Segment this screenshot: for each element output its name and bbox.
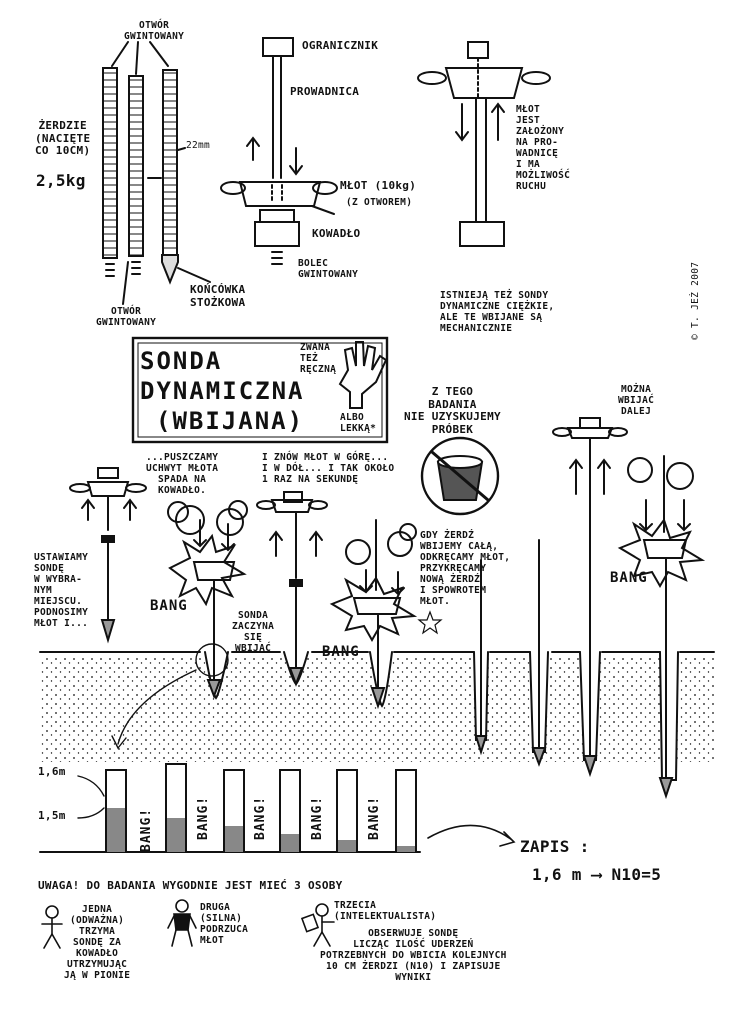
bang-2: BANG	[322, 644, 360, 660]
label-thread-bottom: OTWÓR GWINTOWANY	[96, 306, 157, 328]
label-thread-top: OTWÓR GWINTOWANY	[124, 20, 185, 42]
hammer-on-guide	[417, 41, 551, 247]
ground	[39, 651, 715, 781]
label-starts-driving: SONDA ZACZYNA SIĘ WBIJAĆ	[232, 610, 275, 654]
title-line-3: (WBIJANA)	[156, 407, 305, 435]
label-set-up: USTAWIAMY SONDĘ W WYBRA- NYM MIEJSCU. PO…	[34, 552, 89, 629]
label-also-manual: ZWANA TEŻ RĘCZNĄ	[300, 342, 337, 375]
tube-bang-3: BANG!	[253, 795, 268, 840]
title-line-2: DYNAMICZNA	[140, 377, 305, 405]
cone-tip	[161, 254, 179, 285]
anvil	[254, 221, 300, 247]
label-copyright: © T. JEŻ 2007	[690, 261, 701, 340]
probe-seq-7	[552, 417, 628, 778]
rod-3	[162, 69, 178, 256]
label-release: ...PUSZCZAMY UCHWYT MŁOTA SPADA NA KOWAD…	[146, 452, 219, 496]
label-person-2: DRUGA (SILNA) PODRZUCA MŁOT	[200, 902, 249, 946]
label-new-rod: GDY ŻERDŹ WBIJEMY CAŁĄ, ODKRĘCAMY MŁOT, …	[420, 530, 511, 607]
label-hammer: MŁOT (10kg)	[340, 179, 417, 192]
limiter	[262, 37, 294, 57]
rod-2	[128, 75, 144, 257]
label-or-light: ALBO LEKKĄ*	[340, 412, 377, 434]
label-guide: PROWADNICA	[290, 85, 360, 98]
label-can-drive-further: MOŻNA WBIJAĆ DALEJ	[618, 384, 655, 417]
label-person-1: JEDNA (ODWAŻNA) TRZYMA SONDĘ ZA KOWADŁO …	[64, 904, 131, 981]
label-depth-1-6: 1,6m	[38, 765, 66, 778]
bang-3: BANG	[610, 570, 648, 586]
probe-seq-4	[329, 519, 418, 710]
no-samples-icon	[420, 436, 500, 516]
label-depth-1-5: 1,5m	[38, 809, 66, 822]
probe-seq-8	[617, 455, 706, 800]
probe-seq-3	[256, 491, 328, 687]
bang-1: BANG	[150, 598, 188, 614]
label-record: ZAPIS :	[520, 837, 590, 856]
label-limiter: OGRANICZNIK	[302, 39, 379, 52]
tube-bang-5: BANG!	[367, 795, 382, 840]
label-diameter: 22mm	[186, 140, 211, 151]
label-cone: KOŃCÓWKA STOŻKOWA	[190, 283, 246, 309]
title-line-1: SONDA	[140, 347, 223, 375]
label-person-3-head: TRZECIA (INTELEKTUALISTA)	[334, 900, 437, 922]
label-heavy-probes: ISTNIEJĄ TEŻ SONDY DYNAMICZNE CIĘŻKIE, A…	[440, 290, 555, 334]
tube-bang-1: BANG!	[139, 807, 154, 852]
figure-2	[167, 899, 197, 947]
label-no-samples: Z TEGO BADANIA NIE UZYSKUJEMY PRÓBEK	[404, 385, 501, 436]
title-box	[131, 336, 389, 444]
label-note: UWAGA! DO BADANIA WYGODNIE JEST MIEĆ 3 O…	[38, 879, 343, 892]
label-rod-weight: 2,5kg	[36, 171, 86, 190]
figure-1	[41, 905, 63, 949]
label-again: I ZNÓW MŁOT W GÓRĘ... I W DÓŁ... I TAK O…	[262, 452, 395, 485]
probe-seq-1	[69, 467, 147, 644]
label-person-3-body: OBSERWUJE SONDĘ LICZĄC ILOŚĆ UDERZEŃ POT…	[320, 928, 507, 983]
rods-group	[102, 41, 211, 305]
label-bolt: BOLEC GWINTOWANY	[298, 258, 359, 280]
probe-assembly	[220, 37, 338, 265]
tube-bang-4: BANG!	[310, 795, 325, 840]
tubes	[39, 763, 516, 853]
label-with-hole: (Z OTWOREM)	[346, 197, 413, 208]
figure-3	[300, 903, 335, 947]
probe-seq-5	[474, 559, 488, 756]
label-hammer-mounted: MŁOT JEST ZAŁOŻONY NA PRO- WADNICĘ I MA …	[516, 104, 571, 192]
label-rods: ŻERDZIE (NACIĘTE CO 10cm)	[35, 119, 91, 157]
rod-1	[102, 67, 118, 259]
tube-bang-2: BANG!	[196, 795, 211, 840]
hand-icon	[338, 341, 388, 409]
label-anvil: KOWADŁO	[312, 227, 361, 240]
probe-seq-6	[531, 539, 547, 767]
probe-seq-2	[111, 500, 248, 750]
label-record-value: 1,6 m ⟶ N10=5	[532, 865, 662, 884]
